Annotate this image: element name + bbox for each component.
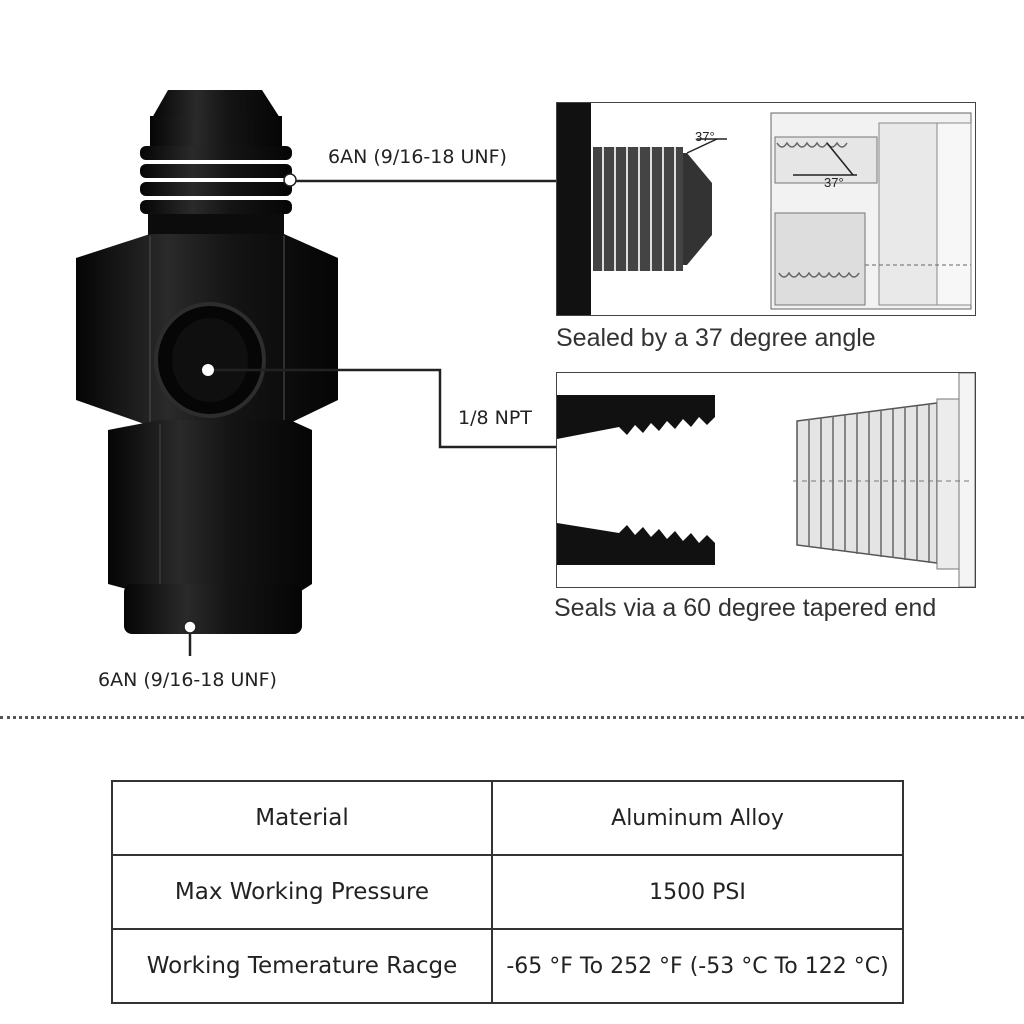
angle-label-right: 37° [824, 175, 844, 190]
flare-nose [152, 90, 280, 118]
callout-side-port: 1/8 NPT [458, 407, 532, 429]
flare-neck [150, 116, 282, 146]
nut-skirt [124, 584, 302, 634]
angle-label-left: 37° [695, 129, 715, 144]
spec-label: Max Working Pressure [111, 854, 493, 930]
table-row: Material Aluminum Alloy [111, 780, 904, 856]
spec-value: 1500 PSI [491, 854, 904, 930]
spec-value: -65 °F To 252 °F (-53 °C To 122 °C) [491, 928, 904, 1004]
callout-top-thread: 6AN (9/16-18 UNF) [328, 146, 507, 168]
npt-seal-caption: Seals via a 60 degree tapered end [554, 594, 937, 622]
fitting-illustration [76, 90, 556, 656]
table-row: Max Working Pressure 1500 PSI [111, 854, 904, 930]
npt-seal-drawing [557, 373, 975, 587]
spec-table: Material Aluminum Alloy Max Working Pres… [111, 780, 904, 1004]
flare-seal-drawing [557, 103, 972, 315]
spec-label: Working Temerature Racge [111, 928, 493, 1004]
section-divider [0, 716, 1024, 719]
flare-seal-diagram: 37° 37° [556, 102, 976, 316]
table-row: Working Temerature Racge -65 °F To 252 °… [111, 928, 904, 1004]
male-threads [140, 146, 292, 236]
callout-bottom-thread: 6AN (9/16-18 UNF) [98, 669, 277, 691]
spec-label: Material [111, 780, 493, 856]
flare-seal-caption: Sealed by a 37 degree angle [556, 324, 876, 352]
npt-seal-diagram [556, 372, 976, 588]
lower-nut [108, 420, 312, 598]
spec-value: Aluminum Alloy [491, 780, 904, 856]
